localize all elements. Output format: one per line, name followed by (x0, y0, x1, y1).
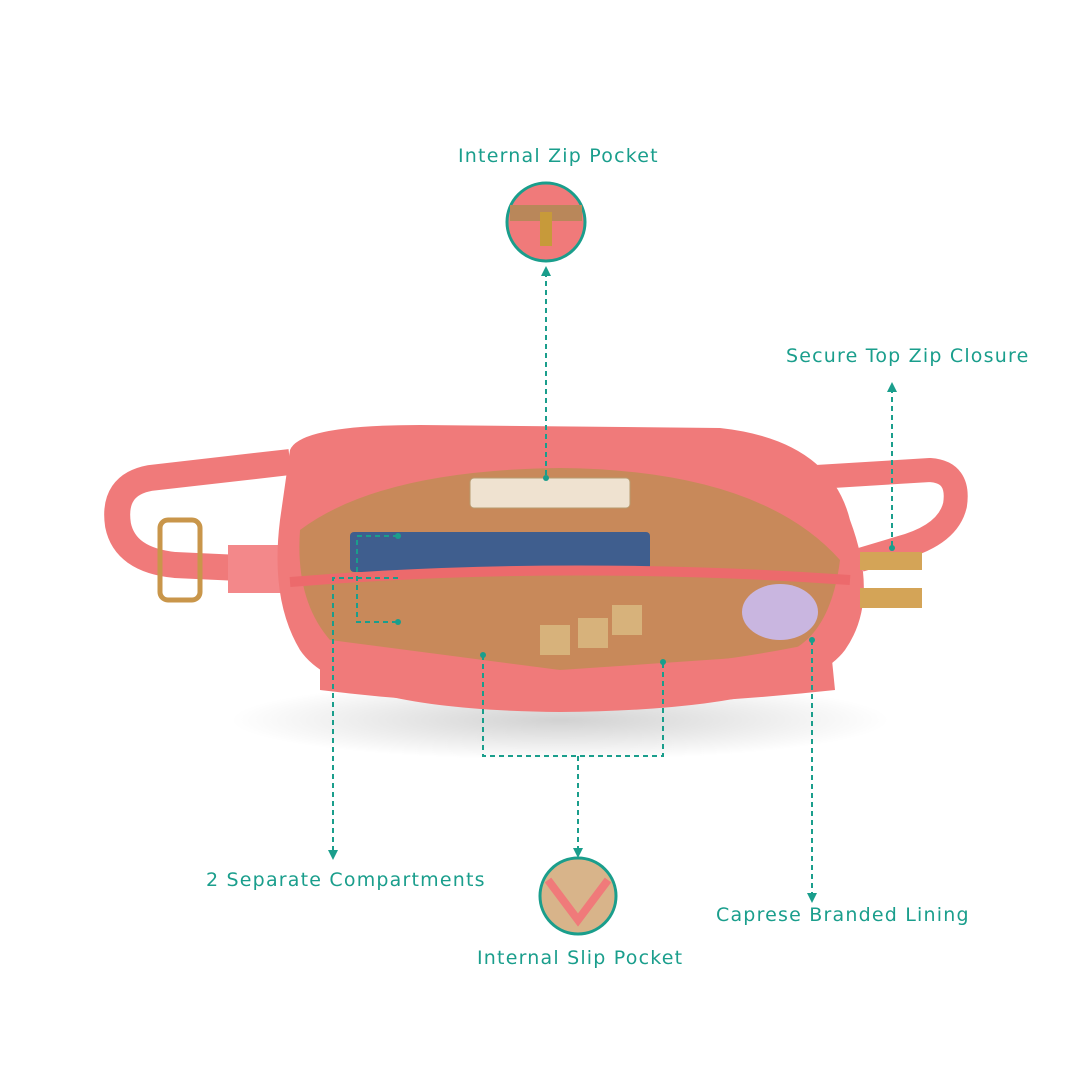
label-separate-compartments: 2 Separate Compartments (206, 869, 486, 891)
label-internal-zip-pocket: Internal Zip Pocket (458, 145, 659, 167)
item (578, 618, 608, 648)
middle-divider (289, 565, 851, 587)
item (540, 625, 570, 655)
strap-buckle (157, 517, 203, 603)
zip-pocket-detail-image (505, 181, 587, 263)
item (612, 605, 642, 635)
compact-item (742, 584, 818, 640)
label-secure-top-zip-closure: Secure Top Zip Closure (786, 345, 1030, 367)
front-panel (320, 640, 835, 705)
card-item (469, 477, 631, 509)
zip-puller-top (860, 552, 922, 570)
label-branded-lining: Caprese Branded Lining (716, 904, 970, 926)
callout-arrowheads (328, 266, 897, 903)
right-strap (799, 458, 968, 572)
slip-pocket-detail-image (538, 856, 618, 936)
callout-lines (332, 272, 893, 895)
notebook-item (350, 532, 650, 572)
zip-puller-bottom (860, 588, 922, 608)
left-strap (104, 449, 292, 581)
label-internal-slip-pocket: Internal Slip Pocket (477, 947, 684, 969)
